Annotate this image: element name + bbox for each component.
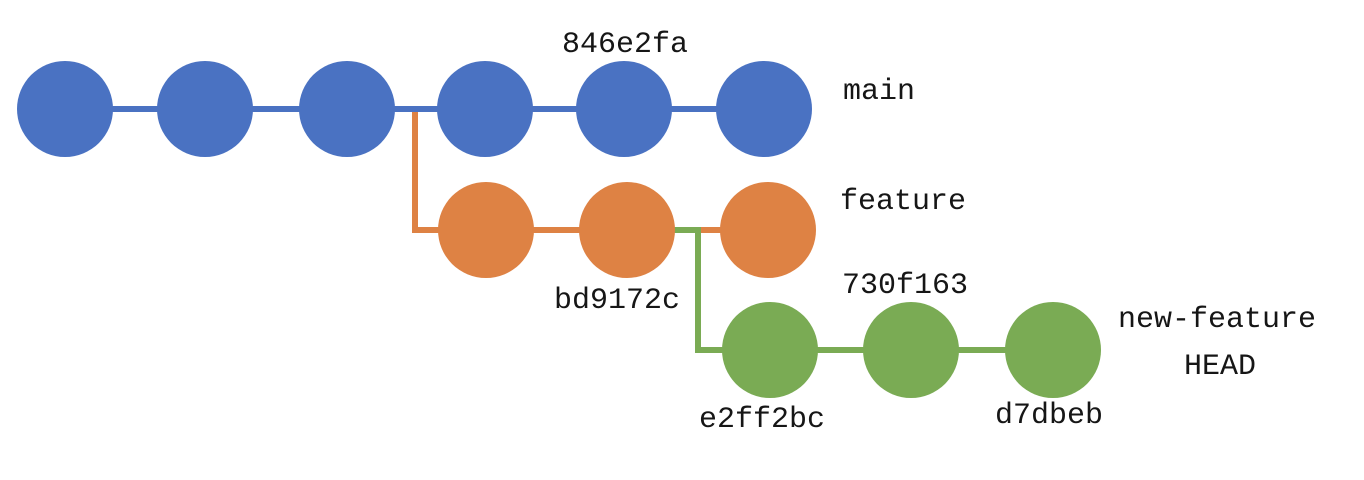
commit-node-feature [438,182,534,278]
commit-node-main [299,61,395,157]
commit-hash-label: d7dbeb [994,399,1104,433]
commit-hash-label: 730f163 [841,269,969,303]
commit-node-main [157,61,253,157]
branch-connector-feature [412,110,418,233]
commit-hash-label: e2ff2bc [698,403,826,437]
commit-hash-label: 846e2fa [561,28,689,62]
branch-label-new-feature: new-feature [1118,303,1317,337]
commit-node-main [437,61,533,157]
branch-connector-new-feature [672,227,701,233]
commit-hash-label: bd9172c [553,284,681,318]
commit-node-new-feature [1005,302,1101,398]
commit-node-new-feature [722,302,818,398]
commit-node-main [716,61,812,157]
commit-node-new-feature [863,302,959,398]
branch-label-main: main [843,75,916,109]
commit-node-feature [720,182,816,278]
head-label: HEAD [1183,350,1257,384]
commit-node-feature [579,182,675,278]
commit-node-main [17,61,113,157]
branch-connector-main [65,106,764,112]
branch-connector-new-feature [695,227,701,353]
commit-node-main [576,61,672,157]
branch-label-feature: feature [840,185,967,219]
